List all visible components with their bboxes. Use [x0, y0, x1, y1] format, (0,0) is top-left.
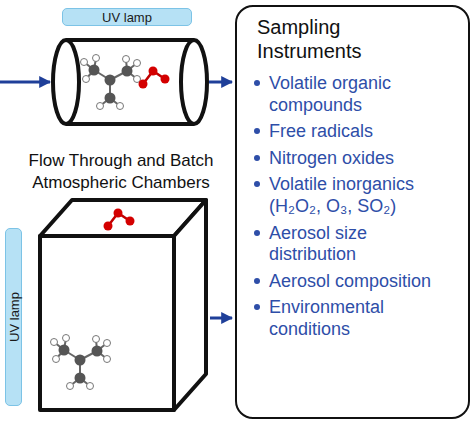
bullet — [254, 181, 260, 187]
ozone-molecule — [104, 209, 135, 231]
list-item: Volatile organic compounds — [269, 73, 454, 116]
list-item: Nitrogen oxides — [269, 148, 454, 170]
uv-lamp: UV lamp — [5, 228, 22, 406]
organic-molecule — [51, 335, 111, 390]
instrument-panel: Sampling InstrumentsVolatile organic com… — [235, 5, 470, 419]
list-item: Aerosol size distribution — [269, 223, 454, 266]
flow-chamber — [53, 40, 207, 124]
list-item: Volatile inorganics (H₂O₂, O₃, SO₂) — [269, 174, 454, 217]
list-item: Aerosol composition — [269, 271, 454, 293]
flow-arrows — [0, 82, 232, 318]
list-item: Environmental conditions — [269, 297, 454, 340]
bullet — [254, 278, 260, 284]
bullet — [254, 80, 260, 86]
uv-lamp: UV lamp — [62, 8, 192, 26]
chamber-caption: Flow Through and Batch Atmospheric Chamb… — [10, 150, 232, 194]
panel-heading: Sampling Instruments — [257, 15, 407, 63]
list-item: Free radicals — [269, 121, 454, 143]
bullet — [254, 230, 260, 236]
lamp-label: UV lamp — [7, 292, 20, 342]
bullet — [254, 155, 260, 161]
batch-chamber — [40, 200, 206, 410]
bullet — [254, 128, 260, 134]
bullet — [254, 304, 260, 310]
lamp-label: UV lamp — [102, 11, 152, 24]
